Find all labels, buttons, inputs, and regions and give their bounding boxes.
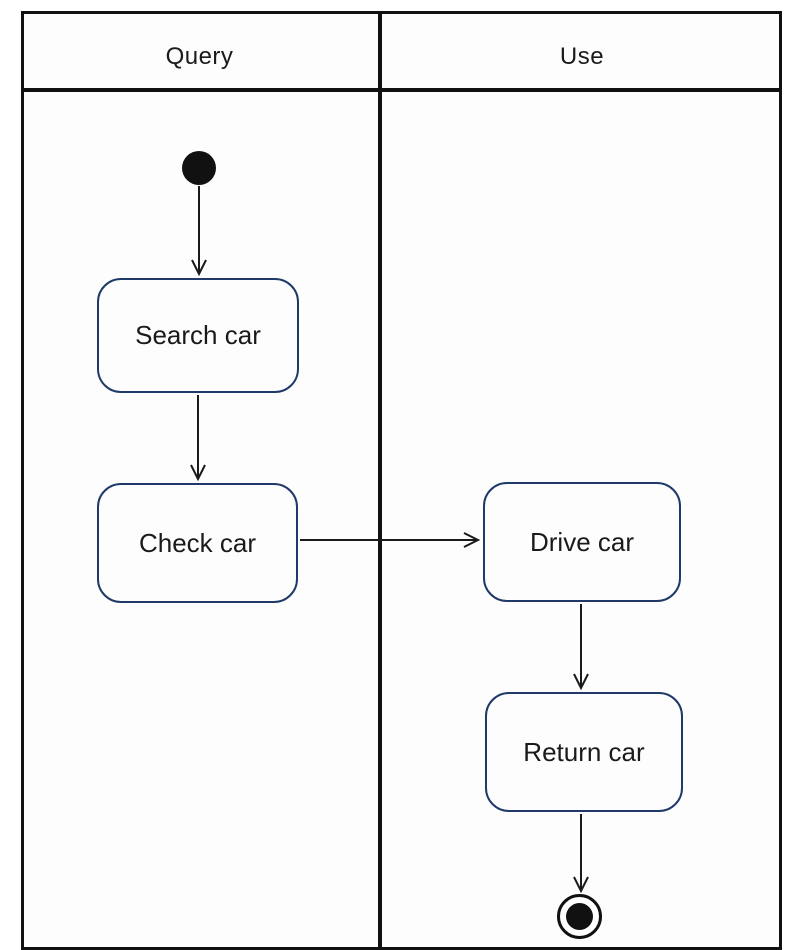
initial-node (182, 151, 216, 185)
action-drive-car-label: Drive car (529, 526, 634, 557)
action-return-car-label: Return car (523, 736, 645, 767)
final-node (557, 894, 602, 939)
final-node-core (566, 903, 593, 930)
action-check-car: Check car (97, 483, 298, 603)
action-return-car: Return car (485, 692, 683, 812)
action-search-car-label: Search car (135, 320, 261, 350)
action-check-car-label: Check car (138, 527, 257, 558)
lane-divider (378, 11, 382, 950)
lane-header-use-label: Use (559, 42, 605, 70)
lane-header-query-label: Query (165, 42, 234, 70)
action-drive-car: Drive car (483, 482, 681, 602)
action-search-car: Search car (97, 278, 299, 393)
lane-header-query: Query (21, 11, 378, 88)
lane-header-separator (21, 88, 782, 92)
lane-header-use: Use (382, 11, 782, 88)
